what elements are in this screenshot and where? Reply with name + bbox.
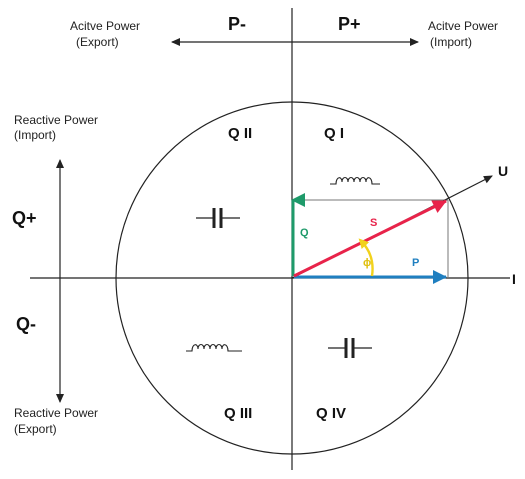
u-vector-label: U xyxy=(498,163,508,179)
reactive-power-import-label-line2: (Import) xyxy=(14,128,56,142)
q-minus-label: Q- xyxy=(16,314,36,334)
active-power-import-label-line1: Acitve Power xyxy=(428,19,498,33)
active-power-import-label-line2: (Import) xyxy=(430,35,472,49)
phi-angle-label: ϕ xyxy=(363,257,371,269)
capacitor-icon xyxy=(196,208,240,228)
phi-angle-arc xyxy=(358,238,374,277)
s-vector xyxy=(293,199,447,278)
unit-circle xyxy=(115,101,469,455)
quadrant-4-label: Q IV xyxy=(316,405,346,422)
q-plus-label: Q+ xyxy=(12,208,37,228)
active-power-export-label-line1: Acitve Power xyxy=(70,19,140,33)
p-minus-label: P- xyxy=(228,14,246,34)
reactive-power-export-label-line1: Reactive Power xyxy=(14,406,98,420)
p-plus-label: P+ xyxy=(338,14,361,34)
q-vector-label: Q xyxy=(300,227,309,239)
quadrant-1-label: Q I xyxy=(324,125,344,142)
inductor-coil-icon xyxy=(186,343,242,352)
s-vector-label: S xyxy=(370,217,377,229)
inductor-coil-icon xyxy=(330,176,380,185)
quadrant-3-label: Q III xyxy=(224,405,252,422)
i-axis-label: I xyxy=(512,271,516,287)
active-power-export-label-line2: (Export) xyxy=(76,35,119,49)
reactive-power-export-label-line2: (Export) xyxy=(14,422,57,436)
quadrant-2-label: Q II xyxy=(228,125,252,142)
p-vector-label: P xyxy=(412,257,419,269)
capacitor-icon xyxy=(328,338,372,358)
reactive-power-import-label-line1: Reactive Power xyxy=(14,113,98,127)
